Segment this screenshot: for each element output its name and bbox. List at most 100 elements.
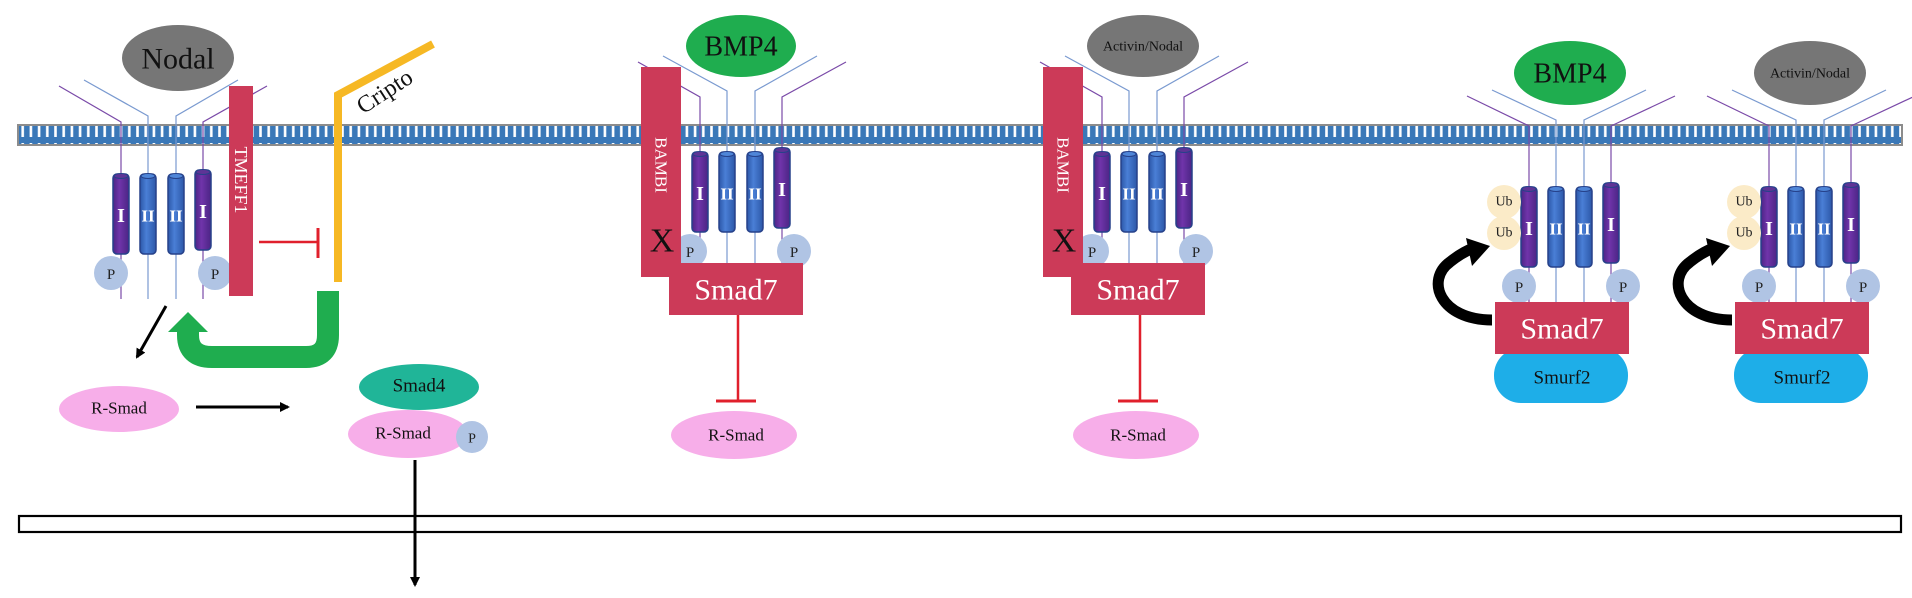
phosphate-label: P (1619, 280, 1627, 296)
phosphate-group: P (777, 234, 811, 268)
smad4-ellipse (359, 364, 479, 410)
smad4-label: Smad4 (393, 376, 446, 397)
ubiquitin: Ub (1727, 185, 1761, 219)
receptor-label: II (1577, 220, 1591, 239)
receptor-cylinder-top (113, 173, 129, 179)
ligand-label: BMP4 (704, 32, 777, 63)
phosphorylation-arrow (135, 305, 168, 359)
smad7-protein: Smad7 (1495, 302, 1629, 354)
phosphate-label: P (107, 267, 115, 283)
ubiquitin-label: Ub (1495, 195, 1512, 210)
receptor-label: I (778, 179, 786, 201)
phosphate-label: P (1515, 280, 1523, 296)
r-smad: R-Smad (59, 386, 179, 432)
tmeff1-bar (229, 86, 253, 296)
receptor-cylinder-top (1176, 147, 1192, 153)
nuclear-membrane (17, 514, 1903, 534)
receptor-cylinder-top (1761, 186, 1777, 192)
smad7-protein: Smad7 (669, 263, 803, 315)
receptor-label: I (696, 183, 704, 205)
type-ii-receptor: II (1547, 186, 1565, 268)
receptor-cylinder-top (168, 173, 184, 179)
smad7-label: Smad7 (1760, 313, 1843, 346)
inhibition-smad7-rsmad (716, 315, 756, 403)
phosphate-group: P (1179, 234, 1213, 268)
phosphate-circle (456, 421, 488, 453)
feedback-arrow-body (177, 291, 339, 368)
smurf2-label: Smurf2 (1774, 368, 1831, 389)
receptor-label: II (1789, 220, 1803, 239)
type-i-receptor: I (1175, 147, 1193, 229)
type-i-receptor: I (112, 173, 130, 255)
phosphate-label: P (790, 245, 798, 261)
phosphate-circle (1502, 269, 1536, 303)
ubiquitin: Ub (1487, 216, 1521, 250)
curved-arrow-head (1706, 238, 1730, 266)
type-ii-receptor: II (1787, 186, 1805, 268)
receptor-cylinder-top (1548, 186, 1564, 192)
smurf2-label: Smurf2 (1534, 368, 1591, 389)
ligand-label: BMP4 (1533, 59, 1606, 90)
phosphate-circle (198, 256, 232, 290)
tmeff1-label: TMEFF1 (231, 146, 251, 213)
ubiquitin-circle (1727, 216, 1761, 250)
ubiquitin-circle (1487, 216, 1521, 250)
ubiquitin: Ub (1487, 185, 1521, 219)
receptor-cylinder-top (140, 173, 156, 179)
ubiquitination-arrow (1432, 238, 1493, 326)
r-smad-complex-ellipse (348, 410, 468, 458)
bambi-label: BAMBI (652, 137, 671, 193)
ligand-ellipse (1514, 41, 1626, 105)
receptor-cylinder-top (774, 147, 790, 153)
phosphate-circle (777, 234, 811, 268)
receptor-cylinder-top (195, 169, 211, 175)
type-i-receptor: I (1842, 182, 1860, 264)
phosphate-circle (1742, 269, 1776, 303)
receptor-label: I (1607, 214, 1615, 236)
type-i-receptor: I (1093, 151, 1111, 233)
r-smad-label: R-Smad (1110, 426, 1166, 445)
ubiquitin-label: Ub (1735, 195, 1752, 210)
phosphate-label: P (1755, 280, 1763, 296)
curved-arrow-body (1432, 242, 1493, 326)
receptor-label: II (1817, 220, 1831, 239)
phosphate-label: P (468, 432, 476, 447)
smad7-protein: Smad7 (1071, 263, 1205, 315)
bambi-label: BAMBI (1054, 137, 1073, 193)
receptor-label: II (141, 207, 155, 226)
ubiquitination-arrow (1672, 238, 1733, 326)
smad7-label: Smad7 (1520, 313, 1603, 346)
smurf2-shape (1494, 348, 1628, 403)
tmeff1-protein: TMEFF1 (229, 86, 253, 296)
ligand-label: Activin/Nodal (1103, 40, 1183, 55)
phosphate-group: P (1606, 269, 1640, 303)
curved-arrow-body (1672, 242, 1733, 326)
inhibition-smad7-rsmad (1118, 315, 1158, 403)
phosphate-group: P (1846, 269, 1880, 303)
r-smad-ellipse (1073, 411, 1199, 459)
smurf2-ligase: Smurf2 (1494, 348, 1628, 403)
receptor-label: I (1098, 183, 1106, 205)
ubiquitin-label: Ub (1735, 226, 1752, 241)
type-i-receptor: I (1520, 186, 1538, 268)
receptor-label: II (748, 185, 762, 204)
receptor-cylinder-top (719, 151, 735, 157)
type-ii-receptor: II (1120, 151, 1138, 233)
phosphate-label: P (1088, 245, 1096, 261)
ubiquitin-circle (1727, 185, 1761, 219)
receptor-cylinder-top (692, 151, 708, 157)
receptor-label: I (117, 205, 125, 227)
type-i-receptor: I (773, 147, 791, 229)
phosphate-group: P (94, 256, 128, 290)
receptor-cylinder-top (1094, 151, 1110, 157)
block-mark: X (650, 223, 675, 260)
receptor-label: I (1525, 218, 1533, 240)
phosphate-circle (94, 256, 128, 290)
type-ii-receptor: II (746, 151, 764, 233)
phosphate-label: P (686, 245, 694, 261)
